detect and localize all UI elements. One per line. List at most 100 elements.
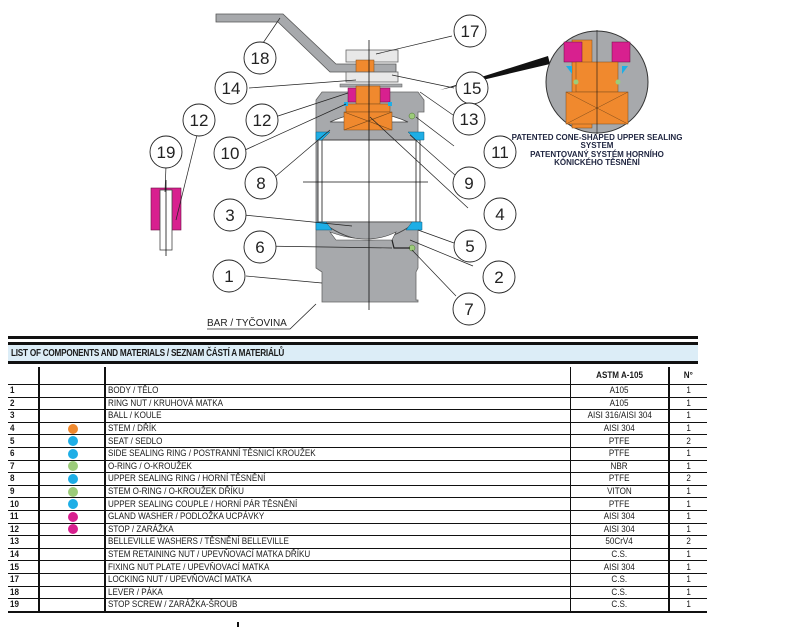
color-key-cell bbox=[39, 560, 106, 574]
component-description: STEM O-RING / O-KROUŽEK DŘÍKU bbox=[105, 484, 571, 498]
component-material: C.S. bbox=[570, 547, 670, 561]
component-material: PTFE bbox=[570, 497, 670, 511]
component-material: AISI 304 bbox=[570, 421, 670, 435]
color-key-dot-icon bbox=[68, 511, 78, 522]
table-header-row: ASTM A-105 N° bbox=[8, 367, 707, 385]
component-material: C.S. bbox=[570, 598, 670, 613]
table-row: 14 STEM RETAINING NUT / UPEVŇOVACÍ MATKA … bbox=[8, 547, 707, 561]
svg-text:2: 2 bbox=[494, 268, 503, 287]
color-key-cell bbox=[39, 509, 106, 524]
header-quantity: N° bbox=[683, 370, 694, 381]
component-material: PTFE bbox=[570, 434, 670, 448]
row-number: 17 bbox=[8, 572, 40, 586]
callout-9: 9 bbox=[452, 166, 486, 200]
svg-text:15: 15 bbox=[463, 79, 482, 98]
component-quantity: 1 bbox=[669, 572, 707, 586]
component-description: UPPER SEALING RING / HORNÍ TĚSNĚNÍ bbox=[105, 472, 571, 486]
stem bbox=[355, 85, 381, 105]
callout-12-stop: 12 bbox=[182, 103, 216, 137]
svg-text:5: 5 bbox=[465, 237, 474, 256]
color-key-dot-icon bbox=[68, 473, 78, 484]
component-quantity: 1 bbox=[669, 396, 707, 410]
color-key-cell bbox=[39, 459, 106, 473]
color-key-cell bbox=[39, 384, 106, 398]
component-quantity: 1 bbox=[669, 446, 707, 461]
component-description: BELLEVILLE WASHERS / TĚSNĚNÍ BELLEVILLE bbox=[105, 535, 571, 549]
svg-text:11: 11 bbox=[491, 143, 509, 162]
color-key-cell bbox=[39, 572, 106, 586]
component-description: STOP SCREW / ZARÁŽKA-ŠROUB bbox=[105, 598, 571, 613]
component-quantity: 1 bbox=[669, 484, 707, 498]
detail-magnifier bbox=[440, 30, 649, 134]
component-material: C.S. bbox=[570, 572, 670, 586]
component-description: STEM / DŘÍK bbox=[105, 421, 571, 435]
row-number: 6 bbox=[8, 446, 40, 461]
row-number: 12 bbox=[8, 522, 40, 536]
color-key-cell bbox=[39, 598, 106, 613]
callout-17: 17 bbox=[453, 14, 487, 48]
component-description: LOCKING NUT / UPEVŇOVACÍ MATKA bbox=[105, 572, 571, 586]
color-key-dot-icon bbox=[68, 423, 78, 434]
stem-retaining-nut bbox=[345, 71, 399, 83]
color-key-cell bbox=[39, 472, 106, 486]
callout-5: 5 bbox=[453, 229, 487, 263]
component-description: GLAND WASHER / PODLOŽKA UCPÁVKY bbox=[105, 509, 571, 524]
bar-label: BAR / TYČOVINA bbox=[207, 316, 287, 329]
upper-sealing-couple-right bbox=[388, 102, 392, 106]
component-quantity: 2 bbox=[669, 535, 707, 549]
callouts: 18 17 14 15 12 12 13 19 10 11 8 9 4 3 5 … bbox=[149, 14, 517, 326]
color-key-dot-icon bbox=[68, 524, 78, 535]
row-number: 4 bbox=[8, 421, 40, 435]
component-quantity: 1 bbox=[669, 547, 707, 561]
components-table-title-bar: LIST OF COMPONENTS AND MATERIALS / SEZNA… bbox=[8, 342, 698, 364]
row-number: 3 bbox=[8, 409, 40, 423]
svg-text:9: 9 bbox=[464, 174, 473, 193]
callout-7: 7 bbox=[452, 292, 486, 326]
callout-15: 15 bbox=[455, 71, 489, 105]
header-material: ASTM A-105 bbox=[570, 367, 670, 385]
component-material: 50CrV4 bbox=[570, 535, 670, 549]
color-key-cell bbox=[39, 535, 106, 549]
svg-text:10: 10 bbox=[221, 144, 240, 163]
row-number: 9 bbox=[8, 484, 40, 498]
svg-text:3: 3 bbox=[225, 206, 234, 225]
row-number: 14 bbox=[8, 547, 40, 561]
row-number: 8 bbox=[8, 472, 40, 486]
color-key-dot-icon bbox=[68, 499, 78, 510]
component-quantity: 1 bbox=[669, 497, 707, 511]
color-key-cell bbox=[39, 585, 106, 599]
callout-12: 12 bbox=[245, 103, 279, 137]
seat-right bbox=[405, 221, 423, 231]
component-material: VITON bbox=[570, 484, 670, 498]
svg-text:12: 12 bbox=[253, 111, 272, 130]
component-material: A105 bbox=[570, 384, 670, 398]
component-description: STEM RETAINING NUT / UPEVŇOVACÍ MATKA DŘ… bbox=[105, 547, 571, 561]
svg-text:8: 8 bbox=[256, 174, 265, 193]
svg-text:14: 14 bbox=[222, 79, 241, 98]
row-number: 19 bbox=[8, 598, 40, 613]
svg-text:12: 12 bbox=[190, 111, 209, 130]
component-material: PTFE bbox=[570, 446, 670, 461]
component-quantity: 1 bbox=[669, 409, 707, 423]
callout-19: 19 bbox=[149, 135, 183, 169]
color-key-cell bbox=[39, 434, 106, 448]
components-table-title: LIST OF COMPONENTS AND MATERIALS / SEZNA… bbox=[11, 348, 285, 359]
detail-note-en-line1: PATENTED CONE-SHAPED UPPER SEALING bbox=[512, 133, 683, 142]
callout-1: 1 bbox=[212, 259, 246, 293]
svg-text:1: 1 bbox=[224, 267, 233, 286]
row-number: 15 bbox=[8, 560, 40, 574]
row-number: 13 bbox=[8, 535, 40, 549]
callout-13: 13 bbox=[452, 102, 486, 136]
color-key-dot-icon bbox=[68, 486, 78, 497]
component-material: AISI 304 bbox=[570, 509, 670, 524]
